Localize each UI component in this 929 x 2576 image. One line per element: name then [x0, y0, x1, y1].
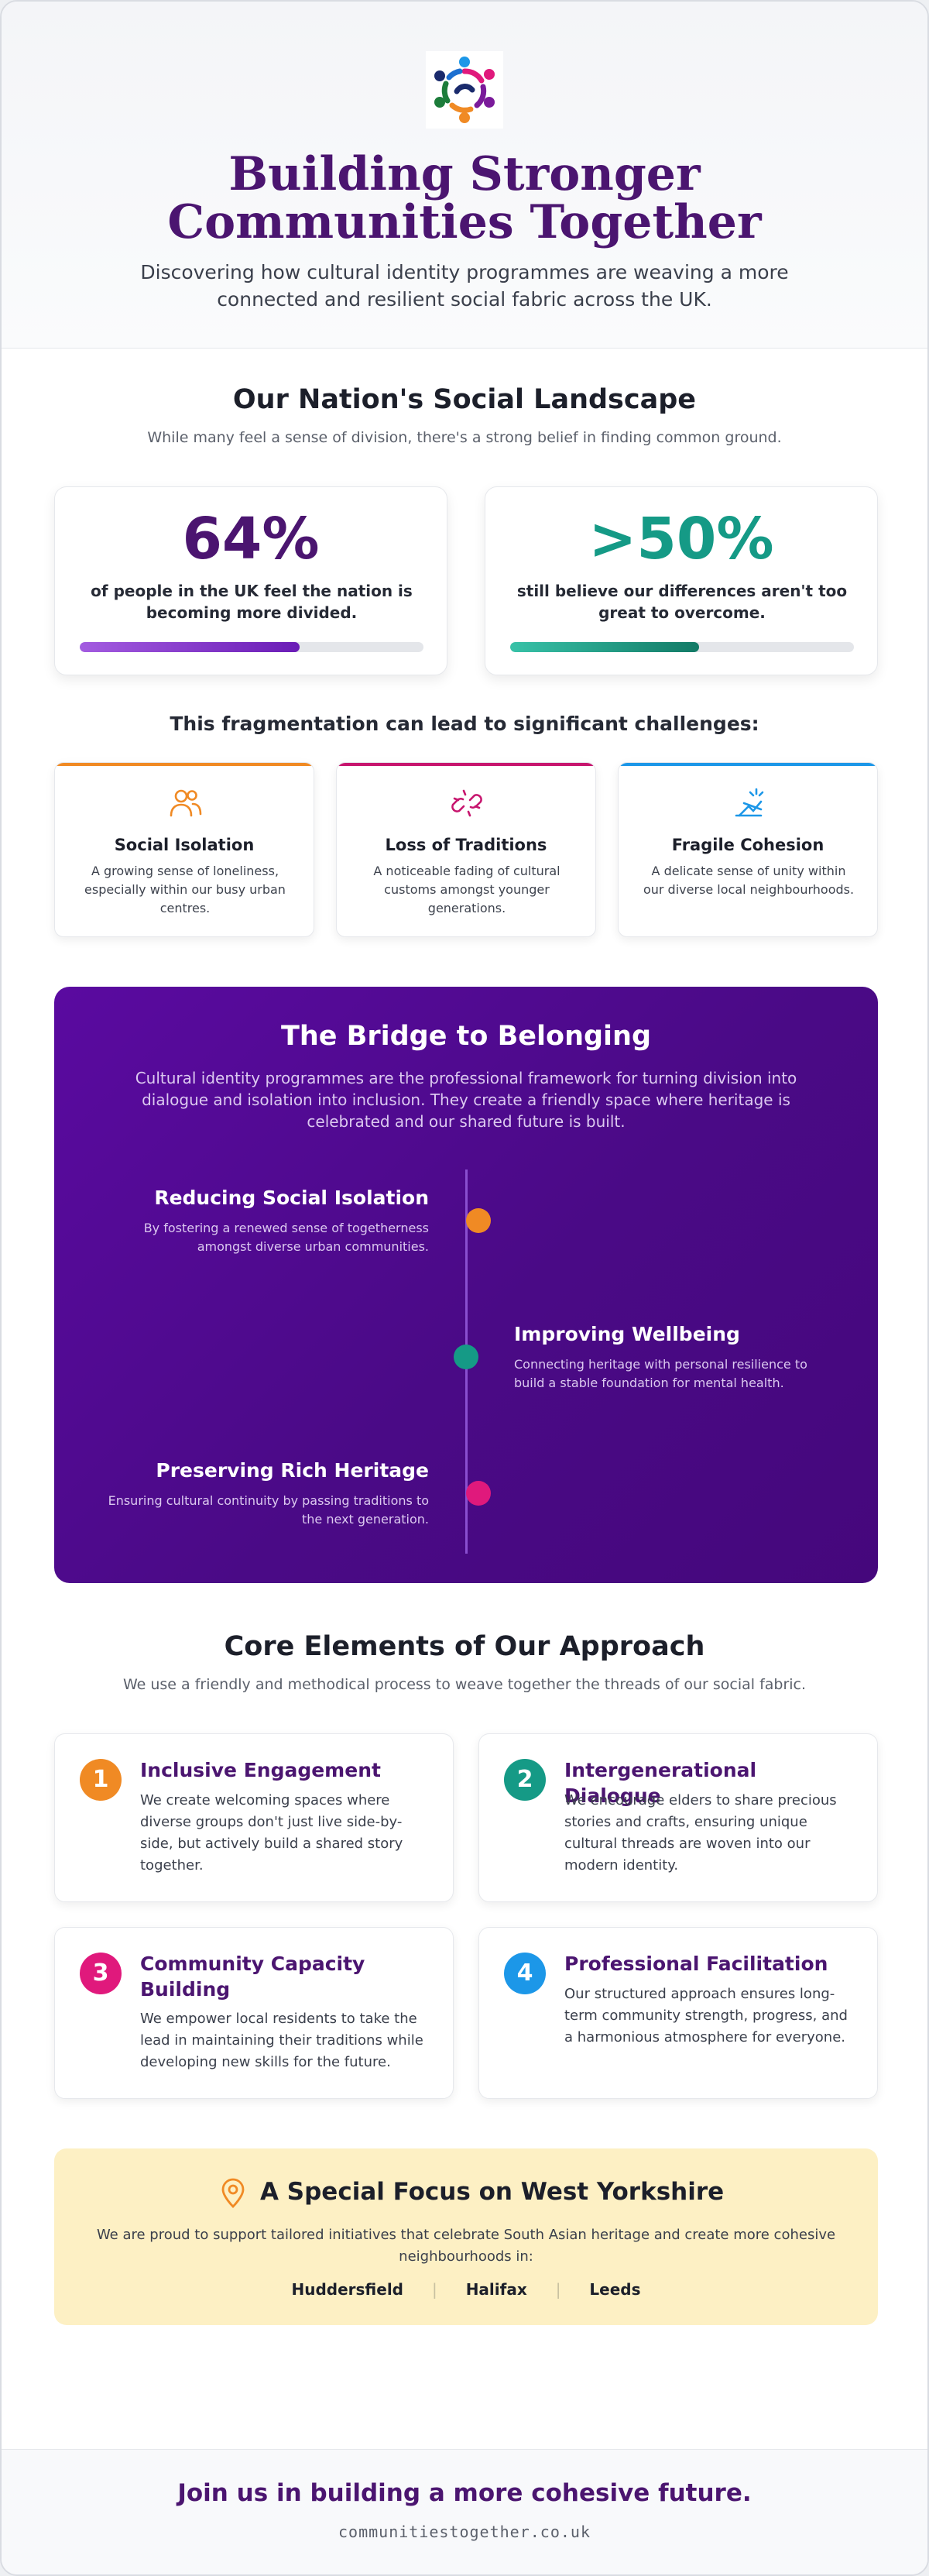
- approach-item-text: Our structured approach ensures long-ter…: [564, 1986, 848, 2045]
- challenges-heading: This fragmentation can lead to significa…: [170, 713, 759, 735]
- approach-subtitle: We use a friendly and methodical process…: [122, 1676, 807, 1693]
- timeline-dot: [454, 1345, 478, 1369]
- landscape-subtitle: While many feel a sense of division, the…: [147, 429, 782, 446]
- approach-item-title: Inclusive Engagement: [140, 1759, 381, 1781]
- approach-card-engagement: 1 Inclusive Engagement We create welcomi…: [54, 1733, 454, 1902]
- stat-card-overcome: >50% still believe our differences aren'…: [485, 486, 878, 675]
- bridge-section: The Bridge to Belonging Cultural identit…: [54, 987, 878, 1583]
- timeline-item-text: By fostering a renewed sense of together…: [143, 1221, 429, 1254]
- approach-item-text: We empower local residents to take the l…: [140, 2011, 423, 2070]
- challenge-text: A noticeable fading of cultural customs …: [373, 864, 560, 915]
- challenge-card-cohesion: Fragile Cohesion A delicate sense of uni…: [618, 762, 878, 937]
- timeline-item-title: Improving Wellbeing: [514, 1323, 740, 1345]
- places-list: Huddersfield | Halifax | Leeds: [54, 2280, 878, 2299]
- place-separator: |: [431, 2280, 437, 2299]
- timeline-dot: [466, 1208, 491, 1233]
- focus-title: A Special Focus on West Yorkshire: [260, 2178, 725, 2206]
- progress-bar: [510, 642, 854, 652]
- users-icon: [170, 789, 202, 817]
- fragile-scales-icon: [735, 788, 764, 817]
- timeline-item-text: Ensuring cultural continuity by passing …: [108, 1493, 429, 1527]
- community-circle-logo: [426, 51, 503, 129]
- bridge-title: The Bridge to Belonging: [280, 1021, 652, 1052]
- landscape-title: Our Nation's Social Landscape: [232, 384, 697, 415]
- footer: Join us in building a more cohesive futu…: [2, 2449, 927, 2574]
- stat-text: of people in the UK feel the nation is b…: [91, 582, 413, 622]
- card-accent-line: [55, 763, 314, 766]
- footer-cta: Join us in building a more cohesive futu…: [177, 2479, 752, 2507]
- bridge-subtitle: Cultural identity programmes are the pro…: [135, 1069, 797, 1131]
- step-number-badge: 4: [504, 1953, 546, 1994]
- challenge-text: A growing sense of loneliness, especiall…: [84, 864, 286, 915]
- approach-card-capacity: 3 Community Capacity Building We empower…: [54, 1927, 454, 2099]
- challenge-text: A delicate sense of unity within our div…: [643, 864, 855, 897]
- broken-link-icon: [451, 789, 482, 817]
- approach-item-title: Community Capacity Building: [140, 1953, 365, 2001]
- place-halifax: Halifax: [465, 2280, 527, 2299]
- approach-item-title: Professional Facilitation: [564, 1953, 828, 1975]
- place-huddersfield: Huddersfield: [291, 2280, 403, 2299]
- timeline-dot: [466, 1481, 491, 1506]
- place-separator: |: [555, 2280, 561, 2299]
- hero-section: Building Stronger Communities Together D…: [2, 2, 927, 349]
- approach-card-facilitation: 4 Professional Facilitation Our structur…: [478, 1927, 878, 2099]
- challenge-title: Loss of Traditions: [385, 836, 547, 854]
- stat-value: >50%: [588, 506, 774, 572]
- step-number-badge: 3: [80, 1953, 122, 1994]
- challenge-title: Social Isolation: [114, 836, 255, 854]
- stat-text: still believe our differences aren't too…: [516, 582, 848, 622]
- progress-fill: [80, 642, 300, 652]
- timeline-item-text: Connecting heritage with personal resili…: [514, 1357, 807, 1390]
- focus-text: We are proud to support tailored initiat…: [96, 2227, 836, 2265]
- hero-subtitle: Discovering how cultural identity progra…: [140, 261, 789, 311]
- approach-card-dialogue: 2 Intergenerational Dialogue We encourag…: [478, 1733, 878, 1902]
- card-accent-line: [619, 763, 877, 766]
- timeline-item-title: Reducing Social Isolation: [154, 1187, 429, 1209]
- approach-item-text: We encourage elders to share precious st…: [564, 1792, 837, 1874]
- challenge-card-traditions: Loss of Traditions A noticeable fading o…: [336, 762, 596, 937]
- card-accent-line: [337, 763, 595, 766]
- step-number-badge: 1: [80, 1759, 122, 1801]
- map-pin-icon: [221, 2178, 245, 2208]
- website-link[interactable]: communitiestogether.co.uk: [338, 2523, 591, 2541]
- west-yorkshire-focus: A Special Focus on West Yorkshire We are…: [54, 2148, 878, 2325]
- challenge-title: Fragile Cohesion: [671, 836, 824, 854]
- stat-value: 64%: [182, 506, 320, 572]
- approach-item-title: Intergenerational Dialogue: [564, 1759, 757, 1807]
- place-leeds: Leeds: [589, 2280, 641, 2299]
- progress-fill: [510, 642, 700, 652]
- step-number-badge: 2: [504, 1759, 546, 1801]
- timeline-item-title: Preserving Rich Heritage: [156, 1459, 429, 1482]
- challenge-card-isolation: Social Isolation A growing sense of lone…: [54, 762, 314, 937]
- approach-title: Core Elements of Our Approach: [224, 1631, 705, 1662]
- progress-bar: [80, 642, 423, 652]
- approach-item-text: We create welcoming spaces where diverse…: [140, 1792, 403, 1874]
- page-title: Building Stronger Communities Together: [167, 147, 762, 249]
- stat-card-divided: 64% of people in the UK feel the nation …: [54, 486, 447, 675]
